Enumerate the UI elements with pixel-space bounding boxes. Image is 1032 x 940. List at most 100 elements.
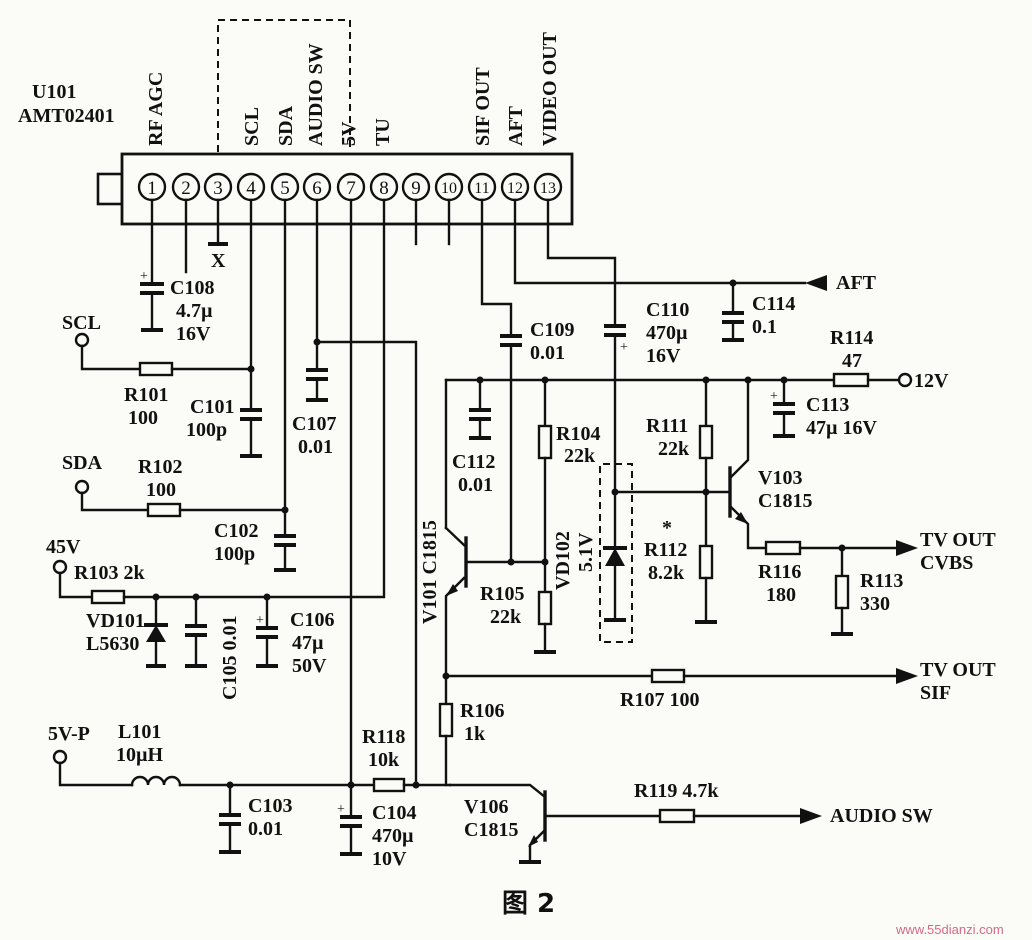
r114-value: 47 (842, 350, 862, 372)
5vp-terminal[interactable] (52, 749, 68, 765)
c103-value: 0.01 (248, 818, 283, 840)
c106-value: 47µ (292, 632, 324, 654)
c109-ref: C109 (530, 319, 574, 341)
c106-ref: C106 (290, 609, 334, 631)
pin-12-num: 12 (507, 180, 523, 197)
tv-out-cvbs-line2: CVBS (920, 552, 973, 574)
r111-value: 22k (658, 438, 690, 460)
r114-ref: R114 (830, 327, 873, 349)
r101-value: 100 (128, 407, 158, 429)
tv-out-cvbs-line1: TV OUT (920, 529, 996, 551)
audio-sw-label: AUDIO SW (830, 805, 933, 827)
r119-label: R119 4.7k (634, 780, 719, 802)
r104-resistor (537, 424, 553, 460)
c107-ref: C107 (292, 413, 336, 435)
c108-ref: C108 (170, 277, 214, 299)
pin5-function: SDA (275, 105, 297, 146)
pin13-branch: + C110 470µ 16V (546, 198, 689, 496)
vd101-ref: VD101 (86, 610, 145, 632)
module-ref: U101 (32, 81, 76, 103)
aft-branch: AFT C114 0.1 (513, 198, 877, 342)
r107-resistor (650, 668, 686, 684)
r104-value: 22k (564, 445, 596, 467)
r116-resistor (764, 540, 802, 556)
bus-dashed-box (217, 19, 351, 152)
r111-ref: R111 (646, 415, 688, 437)
r102-value: 100 (146, 479, 176, 501)
c110-voltage: 16V (646, 345, 681, 367)
pin6-branch: C107 0.01 (292, 198, 418, 787)
tv-out-sif-line2: SIF (920, 682, 951, 704)
v106-value: C1815 (464, 819, 518, 841)
vd101-value: L5630 (86, 633, 139, 655)
scl-terminal[interactable] (74, 332, 90, 348)
pin-function-labels: RF AGC SCL SDA AUDIO SW 5V TU SIF OUT AF… (145, 31, 561, 146)
c113-value: 47µ 16V (806, 417, 878, 439)
pin-6-num: 6 (312, 178, 322, 199)
pin12-function: AFT (505, 105, 527, 146)
12v-terminal[interactable] (897, 372, 913, 388)
scl-terminal-label: SCL (62, 312, 101, 334)
r113-value: 330 (860, 593, 890, 615)
watermark: www.55dianzi.com (895, 922, 1004, 937)
c108-value: 4.7µ (176, 300, 213, 322)
vd102-ref: VD102 (552, 531, 574, 590)
pin-2-num: 2 (181, 178, 191, 199)
pin-10-num: 10 (441, 180, 457, 197)
r112-star: * (662, 517, 672, 539)
pin11-function: SIF OUT (472, 67, 494, 146)
c108-branch: + C108 4.7µ 16V (140, 198, 214, 345)
r102-resistor (146, 502, 182, 518)
c113-ref: C113 (806, 394, 849, 416)
v103-value: C1815 (758, 490, 812, 512)
r105-resistor (537, 590, 553, 626)
c107-value: 0.01 (298, 436, 333, 458)
c108-voltage: 16V (176, 323, 211, 345)
v103-branch: R111 22k * R112 8.2k V103 C1815 R116 180… (613, 376, 996, 636)
5vp-terminal-label: 5V-P (48, 723, 90, 745)
c114-ref: C114 (752, 293, 795, 315)
sda-terminal[interactable] (74, 479, 90, 495)
pin8-function: TU (372, 118, 394, 146)
r112-value: 8.2k (648, 562, 685, 584)
c105-label: C105 0.01 (219, 616, 241, 700)
c112-branch: C112 0.01 (452, 376, 495, 496)
c102-value: 100p (214, 543, 255, 565)
r114-resistor (832, 372, 870, 388)
v106-ref: V106 (464, 796, 508, 818)
r113-resistor (834, 574, 850, 610)
c102-ref: C102 (214, 520, 258, 542)
l101-ref: L101 (118, 721, 161, 743)
r106-value: 1k (464, 723, 486, 745)
r103-label: R103 2k (74, 562, 145, 584)
aft-label: AFT (836, 272, 877, 294)
pin11-branch: C109 0.01 (480, 198, 574, 564)
r116-ref: R116 (758, 561, 801, 583)
12v-rail: 12V R114 47 + C113 47µ 16V (444, 327, 949, 439)
r103-resistor (90, 589, 126, 605)
r118-resistor (372, 777, 406, 793)
svg-text:+: + (337, 802, 345, 817)
c101-value: 100p (186, 419, 227, 441)
r112-resistor (698, 544, 714, 580)
5vp-branch: 5V-P L101 10µH C103 0.01 + C104 470µ 10V… (48, 721, 452, 870)
vd102-value: 5.1V (575, 532, 597, 572)
scl-branch: SCL R101 100 C101 100p (62, 198, 262, 458)
module-part: AMT02401 (18, 105, 115, 127)
module-connector-tab (96, 172, 124, 206)
c110-value: 470µ (646, 322, 688, 344)
svg-text:+: + (770, 389, 778, 404)
pin-4-num: 4 (246, 178, 256, 199)
c106-voltage: 50V (292, 655, 327, 677)
r118-ref: R118 (362, 726, 405, 748)
c103-ref: C103 (248, 795, 292, 817)
45v-terminal[interactable] (52, 559, 68, 575)
pin-7-num: 7 (346, 178, 356, 199)
r111-resistor (698, 424, 714, 460)
tv-out-sif-line1: TV OUT (920, 659, 996, 681)
c101-ref: C101 (190, 396, 234, 418)
l101-value: 10µH (116, 744, 164, 766)
pin-3-num: 3 (213, 178, 223, 199)
svg-text:+: + (256, 613, 264, 628)
